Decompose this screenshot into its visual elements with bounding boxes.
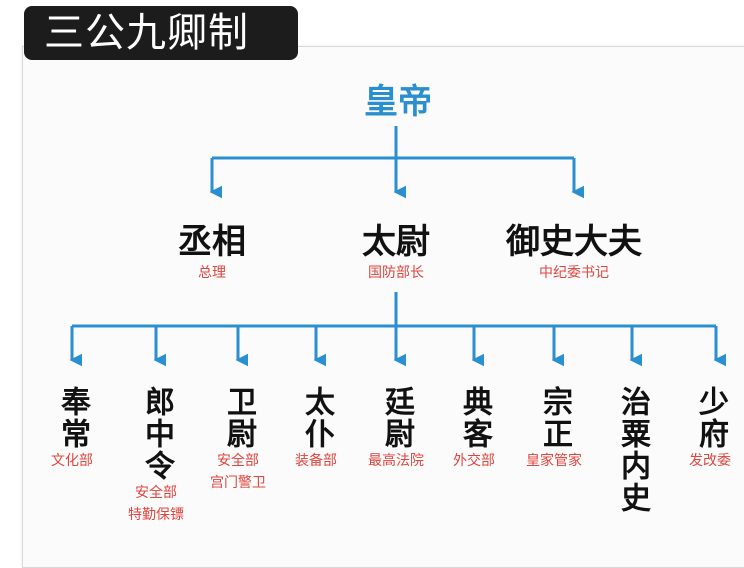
lord-node-taiwei: 太尉 国防部长 <box>336 222 456 282</box>
minister-node-fengchang: 奉常 文化部 <box>32 386 112 472</box>
minister-name: 廷尉 <box>379 386 414 450</box>
minister-node-shaofu: 少府 发改委 <box>676 386 744 472</box>
minister-modern-equivalent: 最高法院 <box>368 453 424 469</box>
minister-modern-equivalent: 外交部 <box>453 453 495 469</box>
lord-name: 御史大夫 <box>506 222 642 262</box>
emperor-node: 皇帝 <box>364 82 432 122</box>
minister-modern-equivalent: 文化部 <box>51 453 93 469</box>
lord-modern-equivalent: 总理 <box>198 265 226 281</box>
minister-node-zhisuneishi: 治粟内史 <box>592 386 672 514</box>
lord-node-yushidafu: 御史大夫 中纪委书记 <box>494 222 654 282</box>
minister-modern-equivalent: 装备部 <box>295 453 337 469</box>
diagram-frame <box>22 46 744 568</box>
minister-node-taipu: 太仆 装备部 <box>276 386 356 472</box>
title-banner <box>24 6 298 60</box>
minister-name: 太仆 <box>299 386 334 450</box>
minister-node-dianke: 典客 外交部 <box>434 386 514 472</box>
minister-modern-equivalent: 特勤保镖 <box>128 507 184 523</box>
minister-node-tingwei: 廷尉 最高法院 <box>356 386 436 472</box>
minister-name: 郎中令 <box>139 386 174 482</box>
minister-node-weiwei: 卫尉 安全部 宫门警卫 <box>198 386 278 494</box>
minister-name: 少府 <box>693 386 728 450</box>
lord-name: 丞相 <box>178 222 246 262</box>
minister-name: 卫尉 <box>221 386 256 450</box>
minister-modern-equivalent: 安全部 <box>135 485 177 501</box>
minister-name: 典客 <box>457 386 492 450</box>
minister-modern-equivalent: 安全部 <box>217 453 259 469</box>
minister-node-zongzheng: 宗正 皇家管家 <box>514 386 594 472</box>
minister-name: 宗正 <box>537 386 572 450</box>
minister-name: 治粟内史 <box>615 386 650 514</box>
lord-name: 太尉 <box>362 222 430 262</box>
minister-modern-equivalent: 宫门警卫 <box>210 475 266 491</box>
diagram-title: 三公九卿制 <box>44 10 249 56</box>
lord-node-chengxiang: 丞相 总理 <box>152 222 272 282</box>
minister-node-langzhongling: 郎中令 安全部 特勤保镖 <box>116 386 196 526</box>
lord-modern-equivalent: 国防部长 <box>368 265 424 281</box>
lord-modern-equivalent: 中纪委书记 <box>539 265 609 281</box>
connector-lines <box>69 126 727 367</box>
minister-modern-equivalent: 发改委 <box>689 453 731 469</box>
minister-modern-equivalent: 皇家管家 <box>526 453 582 469</box>
minister-name: 奉常 <box>55 386 90 450</box>
